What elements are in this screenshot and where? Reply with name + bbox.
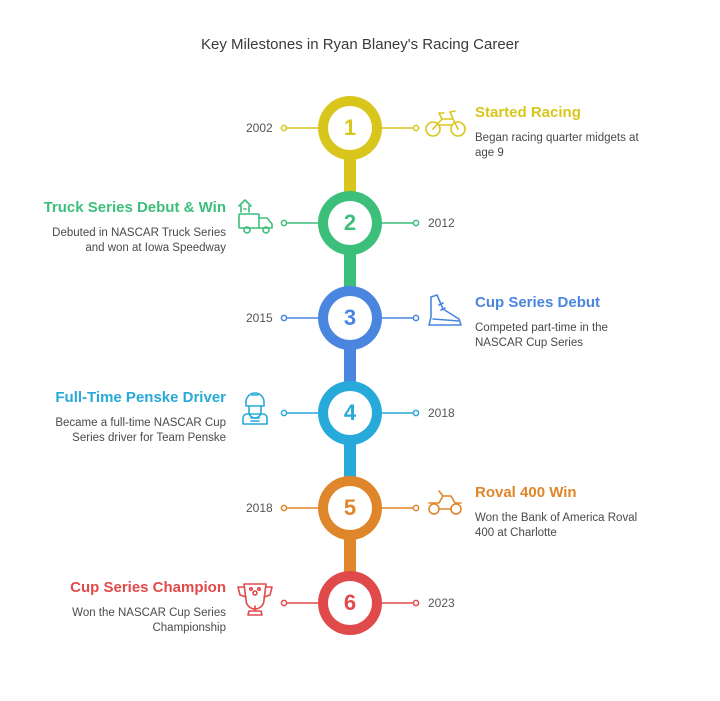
milestone-number: 5 (343, 495, 357, 520)
leader-dot-left (280, 504, 288, 512)
milestone-description: Won the NASCAR Cup Series Championship (72, 607, 226, 634)
leader-dot-right (412, 599, 420, 607)
sneaker-icon (428, 294, 462, 326)
milestone-description: Began racing quarter midgets at age 9 (475, 132, 639, 159)
milestone-node-center (328, 391, 372, 435)
leader-dot-left (280, 314, 288, 322)
leader-dot-right (412, 409, 420, 417)
milestone-description: Won the Bank of America Roval 400 at Cha… (475, 512, 638, 539)
driver-icon (242, 392, 268, 425)
leader-dot-right (412, 219, 420, 227)
milestone-year: 2018 (428, 406, 455, 420)
go-kart-icon (428, 490, 462, 515)
milestone-number: 6 (343, 590, 357, 615)
milestone-number: 2 (343, 210, 357, 235)
milestone-heading: Truck Series Debut & Win (43, 199, 226, 216)
milestone-year: 2018 (246, 501, 273, 515)
leader-dot-right (412, 124, 420, 132)
milestone-year: 2002 (246, 121, 273, 135)
leader-dot-left (280, 219, 288, 227)
leader-dot-left (280, 124, 288, 132)
milestone-node-center (328, 581, 372, 625)
milestone-description: Debuted in NASCAR Truck Series and won a… (52, 227, 226, 254)
milestone-node-center (328, 296, 372, 340)
timeline-connector (344, 253, 356, 288)
diagram-title: Key Milestones in Ryan Blaney's Racing C… (200, 36, 519, 53)
milestone-year: 2023 (428, 596, 455, 610)
milestone-heading: Cup Series Debut (475, 294, 601, 311)
timeline-connector (344, 538, 356, 573)
milestone-node-center (328, 106, 372, 150)
timeline-connector (344, 443, 356, 478)
milestone-heading: Full-Time Penske Driver (55, 389, 226, 406)
leader-dot-right (412, 314, 420, 322)
timeline-connector (344, 158, 356, 193)
leader-dot-left (280, 599, 288, 607)
timeline-connector (344, 348, 356, 383)
dirt-bike-icon (425, 110, 466, 137)
trophy-icon (237, 583, 273, 616)
truck-icon (238, 199, 273, 234)
milestone-year: 2015 (246, 311, 273, 325)
milestone-number: 1 (343, 115, 357, 140)
leader-dot-left (280, 409, 288, 417)
milestone-number: 3 (343, 305, 357, 330)
milestone-description: Became a full-time NASCAR Cup Series dri… (55, 417, 226, 444)
milestone-heading: Roval 400 Win (475, 484, 577, 501)
leader-dot-right (412, 504, 420, 512)
milestone-number: 4 (343, 400, 357, 425)
milestone-node-center (328, 201, 372, 245)
milestone-heading: Cup Series Champion (70, 579, 226, 596)
milestone-heading: Started Racing (475, 104, 581, 121)
milestone-year: 2012 (428, 216, 455, 230)
milestone-node-center (328, 486, 372, 530)
milestone-description: Competed part-time in the NASCAR Cup Ser… (475, 322, 608, 349)
